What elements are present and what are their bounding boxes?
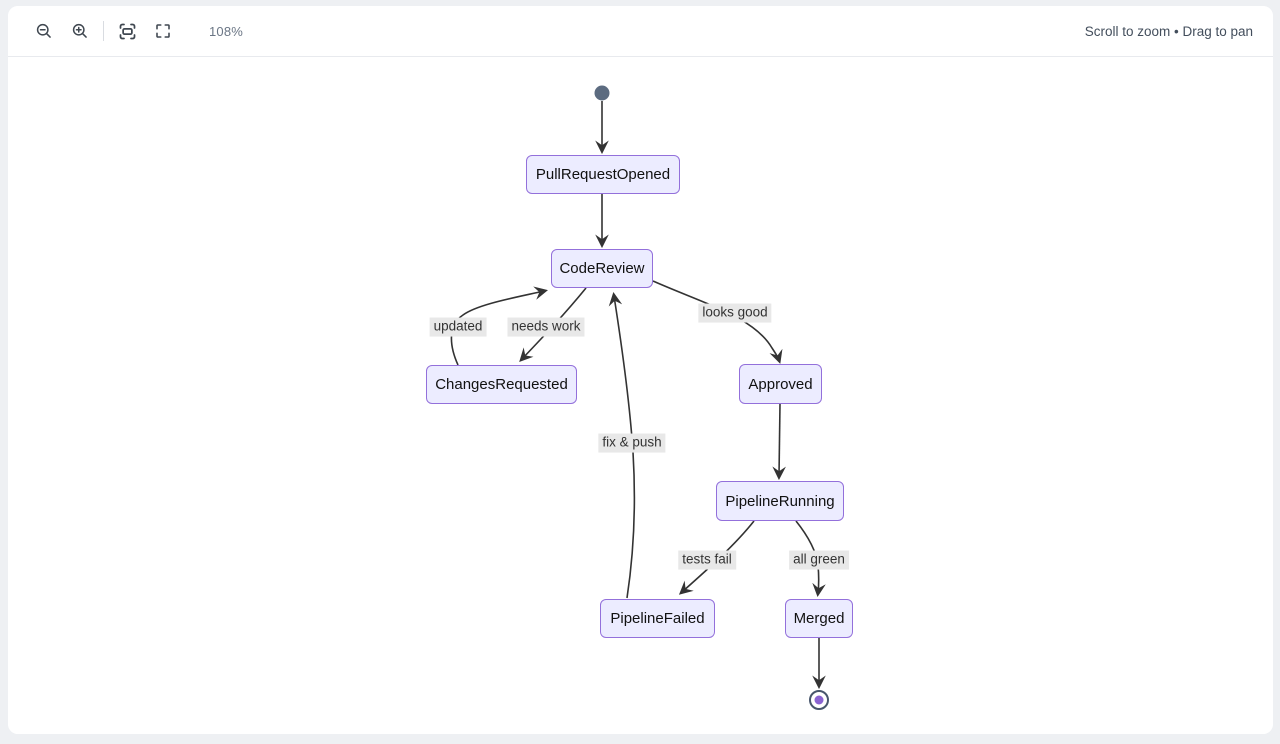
start-state [594, 85, 610, 101]
zoom-out-button[interactable] [32, 19, 56, 43]
state-node-codereview[interactable]: CodeReview [551, 249, 653, 288]
zoom-in-button[interactable] [68, 19, 92, 43]
state-node-label: CodeReview [559, 260, 645, 277]
state-node-approved[interactable]: Approved [739, 364, 822, 404]
zoom-level: 108% [209, 23, 244, 39]
zoom-out-icon [34, 21, 54, 41]
end-state [809, 690, 829, 710]
fullscreen-icon [154, 22, 172, 40]
toolbar: 108% Scroll to zoom • Drag to pan [8, 6, 1273, 57]
edge-label-all-green: all green [789, 550, 849, 570]
diagram-edges [450, 85, 829, 710]
state-node-merged[interactable]: Merged [785, 599, 853, 638]
diagram-viewer-card: 108% Scroll to zoom • Drag to pan [8, 6, 1273, 734]
pan-zoom-hint: Scroll to zoom • Drag to pan [1084, 23, 1253, 39]
edge-label-tests-fail: tests fail [678, 550, 736, 570]
edge-label-fix-and-push: fix & push [598, 433, 666, 453]
state-node-pullrequestopened[interactable]: PullRequestOpened [526, 155, 680, 194]
edge-label-needs-work: needs work [507, 317, 585, 337]
state-node-label: PullRequestOpened [535, 166, 671, 183]
edge-changesrequested-codereview [450, 286, 548, 366]
toolbar-divider [103, 21, 104, 41]
state-node-pipelinefailed[interactable]: PipelineFailed [600, 599, 715, 638]
state-node-pipelinerunning[interactable]: PipelineRunning [716, 481, 844, 521]
state-node-label: PipelineRunning [725, 492, 835, 510]
edge-label-updated: updated [429, 317, 487, 337]
state-node-label: Merged [793, 610, 845, 627]
fullscreen-button[interactable] [151, 19, 175, 43]
state-node-label: Approved [748, 375, 813, 393]
zoom-in-icon [70, 21, 90, 41]
fit-view-icon [117, 21, 138, 42]
fit-view-button[interactable] [115, 19, 139, 43]
edge-label-looks-good: looks good [698, 303, 772, 323]
state-node-changesrequested[interactable]: ChangesRequested [426, 365, 577, 404]
state-node-label: PipelineFailed [610, 610, 705, 627]
edge-codereview-approved [652, 280, 783, 364]
edge-approved-pipelinerunning [772, 403, 786, 481]
state-node-label: ChangesRequested [435, 376, 568, 393]
diagram-canvas[interactable]: PullRequestOpened CodeReview ChangesRequ… [8, 57, 1273, 734]
